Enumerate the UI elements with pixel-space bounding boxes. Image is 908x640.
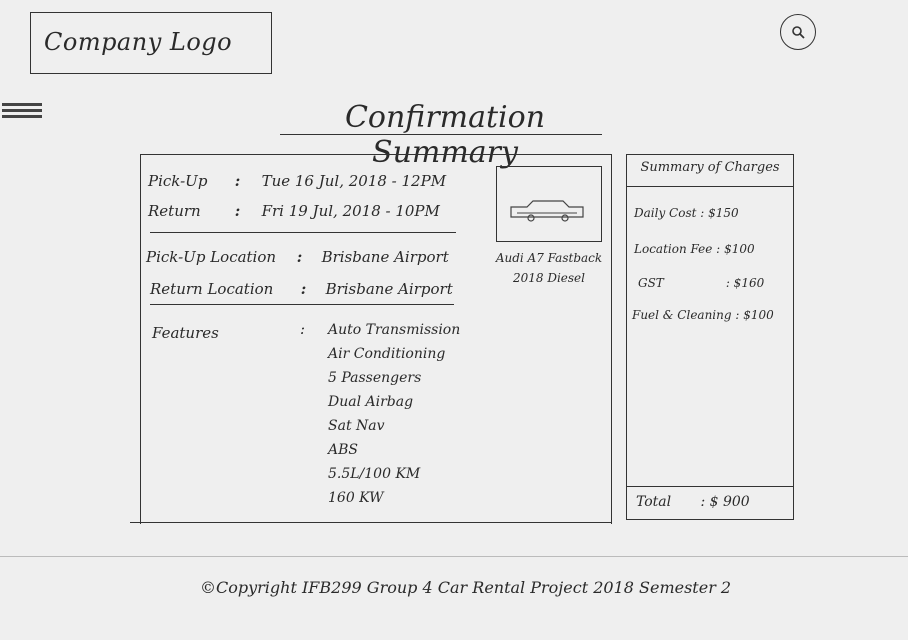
- company-logo-text: Company Logo: [44, 28, 233, 56]
- panel-baseline: [130, 522, 612, 523]
- title-underline: [280, 134, 602, 135]
- car-name: Audi A7 Fastback: [495, 251, 603, 265]
- fuel-cleaning-row: Fuel & Cleaning : $100: [632, 308, 774, 322]
- features-label: Features: [152, 324, 219, 342]
- search-icon: [792, 26, 805, 39]
- feature-item: Air Conditioning: [328, 346, 446, 362]
- charges-title: Summary of Charges: [640, 160, 780, 175]
- daily-cost-row: Daily Cost : $150: [634, 206, 739, 220]
- charges-title-divider: [626, 186, 794, 187]
- company-logo-box[interactable]: [30, 12, 272, 74]
- car-image: [496, 166, 602, 242]
- gst-label: GST: [638, 276, 664, 290]
- footer-copyright: ©Copyright IFB299 Group 4 Car Rental Pro…: [200, 578, 732, 597]
- feature-item: 5 Passengers: [328, 370, 422, 386]
- return-location-value: Brisbane Airport: [325, 280, 453, 298]
- feature-item: Auto Transmission: [328, 322, 461, 338]
- pickup-location-value: Brisbane Airport: [321, 248, 449, 266]
- feature-item: ABS: [328, 442, 358, 458]
- section-divider: [150, 304, 454, 305]
- location-fee-row: Location Fee : $100: [634, 242, 755, 256]
- feature-item: 5.5L/100 KM: [328, 466, 421, 482]
- feature-item: Dual Airbag: [328, 394, 414, 410]
- features-list: Auto Transmission Air Conditioning 5 Pas…: [328, 318, 460, 510]
- total-row: Total : $ 900: [636, 494, 750, 510]
- car-year-fuel: 2018 Diesel: [512, 271, 585, 285]
- pickup-location-label: Pick-Up Location: [146, 248, 277, 266]
- total-value: : $ 900: [700, 494, 750, 510]
- section-divider: [150, 232, 456, 233]
- pickup-location-row: Pick-Up Location : Brisbane Airport: [146, 248, 449, 266]
- fuel-cleaning-label: Fuel & Cleaning :: [632, 308, 740, 322]
- fuel-cleaning-value: $100: [743, 308, 774, 322]
- car-caption: Audi A7 Fastback 2018 Diesel: [484, 248, 614, 288]
- return-location-row: Return Location : Brisbane Airport: [150, 280, 453, 298]
- total-divider: [626, 486, 794, 487]
- search-button[interactable]: [780, 14, 816, 50]
- car-icon: [510, 200, 584, 222]
- return-row: Return : Fri 19 Jul, 2018 - 10PM: [148, 202, 440, 220]
- pickup-value: Tue 16 Jul, 2018 - 12PM: [261, 172, 447, 190]
- total-label: Total: [636, 494, 672, 510]
- pickup-row: Pick-Up : Tue 16 Jul, 2018 - 12PM: [148, 172, 447, 190]
- feature-item: 160 KW: [328, 490, 384, 506]
- charges-summary-panel: [626, 154, 794, 520]
- return-label: Return: [148, 202, 201, 220]
- footer-divider: [0, 556, 908, 557]
- gst-row: GST : $160: [638, 276, 764, 290]
- page-title: Confirmation Summary: [344, 100, 546, 170]
- hamburger-menu-icon[interactable]: [2, 103, 42, 119]
- return-location-label: Return Location: [150, 280, 274, 298]
- booking-details-panel: [140, 154, 612, 524]
- daily-cost-label: Daily Cost :: [634, 206, 705, 220]
- location-fee-label: Location Fee :: [634, 242, 721, 256]
- pickup-label: Pick-Up: [148, 172, 208, 190]
- daily-cost-value: $150: [708, 206, 739, 220]
- location-fee-value: $100: [724, 242, 755, 256]
- gst-value: : $160: [725, 276, 765, 290]
- features-colon: :: [300, 320, 306, 338]
- return-value: Fri 19 Jul, 2018 - 10PM: [261, 202, 440, 220]
- feature-item: Sat Nav: [328, 418, 385, 434]
